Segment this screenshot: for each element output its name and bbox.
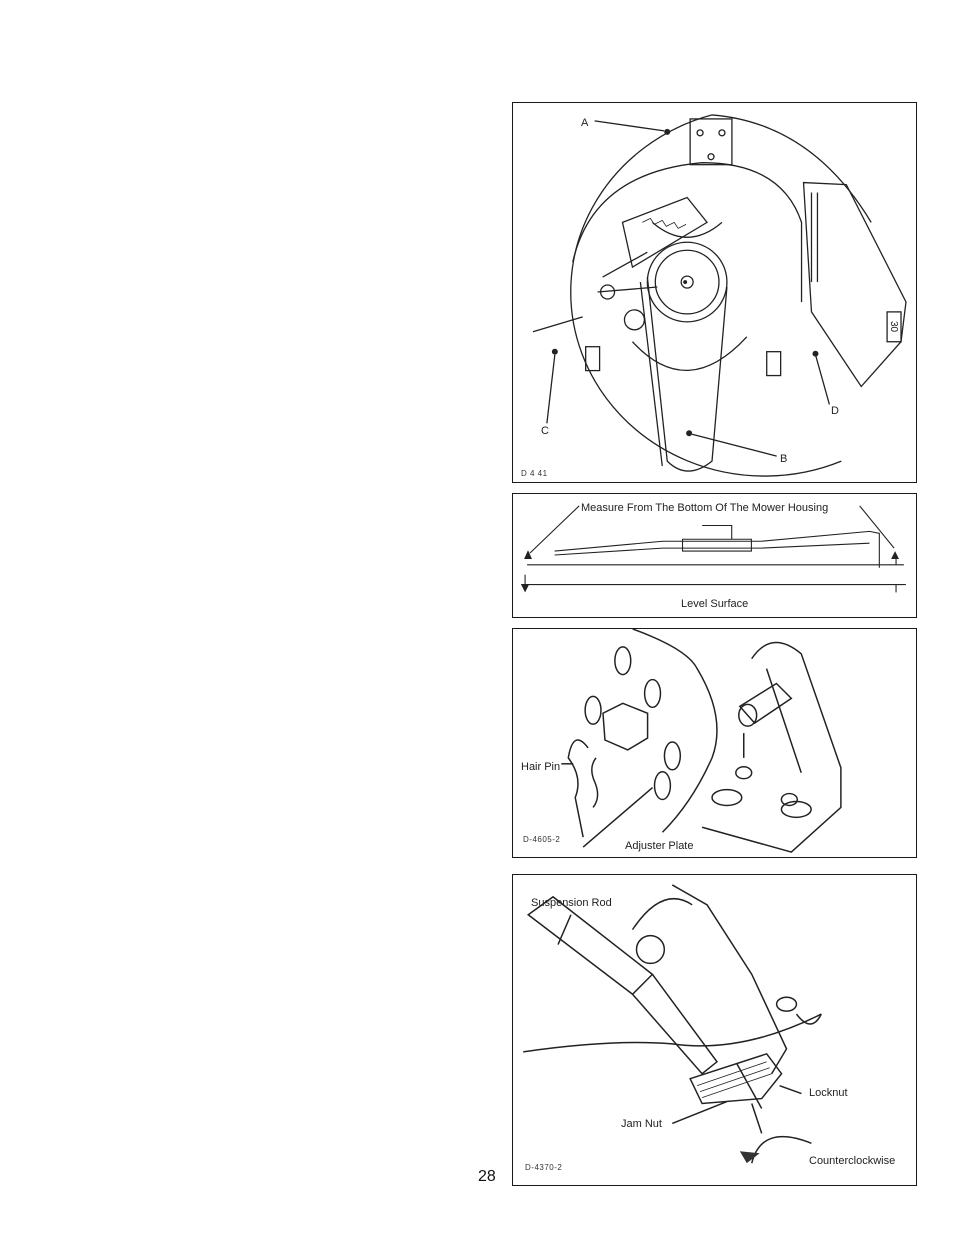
jam-nut-label: Jam Nut [621, 1118, 662, 1130]
figure-adjuster-plate: Hair Pin D-4605-2 Adjuster Plate [512, 628, 917, 858]
figure-suspension-rod: Suspension Rod Locknut Jam Nut Countercl… [512, 874, 917, 1186]
label-c: C [541, 425, 549, 437]
figure-blade-measurement: Measure From The Bottom Of The Mower Hou… [512, 493, 917, 618]
deck-mark: 30 [888, 321, 899, 332]
page-number: 28 [478, 1168, 496, 1186]
hair-pin-label: Hair Pin [521, 761, 560, 773]
label-b: B [780, 453, 787, 465]
adjuster-plate-label: Adjuster Plate [625, 840, 693, 852]
adjuster-plate-drawing [513, 629, 916, 857]
suspension-rod-drawing [513, 875, 916, 1185]
suspension-rod-label: Suspension Rod [531, 897, 612, 909]
level-surface-label: Level Surface [681, 598, 748, 610]
locknut-label: Locknut [809, 1087, 848, 1099]
label-d: D [831, 405, 839, 417]
mower-deck-drawing [513, 103, 916, 482]
counterclockwise-label: Counterclockwise [809, 1155, 895, 1167]
measure-caption: Measure From The Bottom Of The Mower Hou… [581, 502, 828, 514]
figure-code: D-4370-2 [525, 1163, 562, 1172]
figure-code: D 4 41 [521, 469, 548, 478]
figure-code: D-4605-2 [523, 835, 560, 844]
figure-mower-deck: A C D B D 4 41 30 [512, 102, 917, 483]
label-a: A [581, 117, 588, 129]
